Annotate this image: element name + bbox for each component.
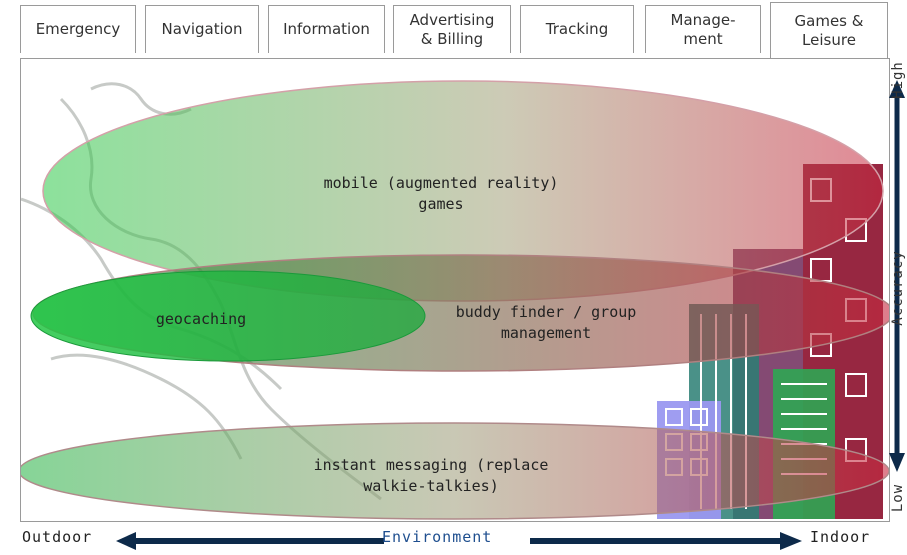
label-mobile-ar-games: mobile (augmented reality) games xyxy=(323,174,559,213)
ellipse-instant-messaging xyxy=(21,422,889,520)
diagram-panel: mobile (augmented reality) games geocach… xyxy=(20,58,890,522)
application-tab-bar: Emergency Navigation Information Adverti… xyxy=(0,0,907,60)
outdoor-label: Outdoor xyxy=(22,528,93,546)
tab-advertising-billing[interactable]: Advertising & Billing xyxy=(393,5,511,53)
tab-information[interactable]: Information xyxy=(268,5,385,53)
tab-tracking[interactable]: Tracking xyxy=(520,5,634,53)
accuracy-axis-title: Accuracy xyxy=(890,250,906,326)
environment-axis-title: Environment xyxy=(382,528,493,546)
tab-emergency[interactable]: Emergency xyxy=(20,5,136,53)
tab-management[interactable]: Manage- ment xyxy=(645,5,761,53)
diagram-canvas xyxy=(21,80,889,520)
ellipse-geocaching xyxy=(30,270,426,362)
accuracy-low-label: Low xyxy=(890,483,906,513)
environment-axis-arrow xyxy=(116,532,802,550)
label-buddy-finder: buddy finder / group management xyxy=(455,303,637,342)
accuracy-high-label: High xyxy=(890,61,906,99)
label-instant-messaging: instant messaging (replace walkie-talkie… xyxy=(313,456,549,495)
accuracy-axis-arrow xyxy=(889,80,905,472)
label-geocaching: geocaching xyxy=(155,310,247,328)
indoor-label: Indoor xyxy=(810,528,871,546)
tab-games-leisure[interactable]: Games & Leisure xyxy=(770,2,888,58)
tab-navigation[interactable]: Navigation xyxy=(145,5,259,53)
